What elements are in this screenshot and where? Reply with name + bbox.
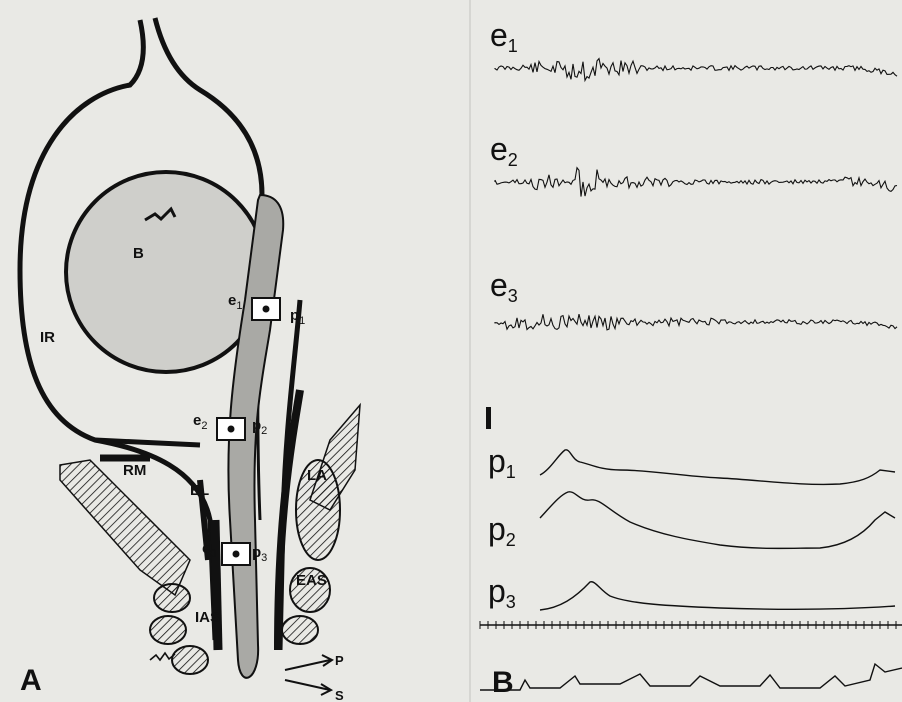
balloon [66,172,266,372]
panel-a-letter: A [20,664,42,697]
electrode-e3 [222,543,250,565]
panel-b-letter: B [492,666,514,699]
label-p-arrow: P [335,653,344,668]
label-rm: RM [123,462,146,479]
label-s-arrow: S [335,688,344,702]
label-la: LA [307,467,327,484]
eas-left-lobe-1 [154,584,190,612]
label-ir: IR [40,329,55,346]
label-el: EL [190,482,209,499]
calibration-bar [486,407,491,429]
label-ias: IAS [195,609,220,626]
label-balloon: B [133,245,144,262]
eas-left-lobe-3 [172,646,208,674]
eas-right-lobe-2 [282,616,318,644]
electrode-e1 [252,298,280,320]
ias-muscle [215,520,218,650]
eas-left-lobe-2 [150,616,186,644]
label-eas: EAS [296,572,327,589]
electrode-e2 [217,418,245,440]
